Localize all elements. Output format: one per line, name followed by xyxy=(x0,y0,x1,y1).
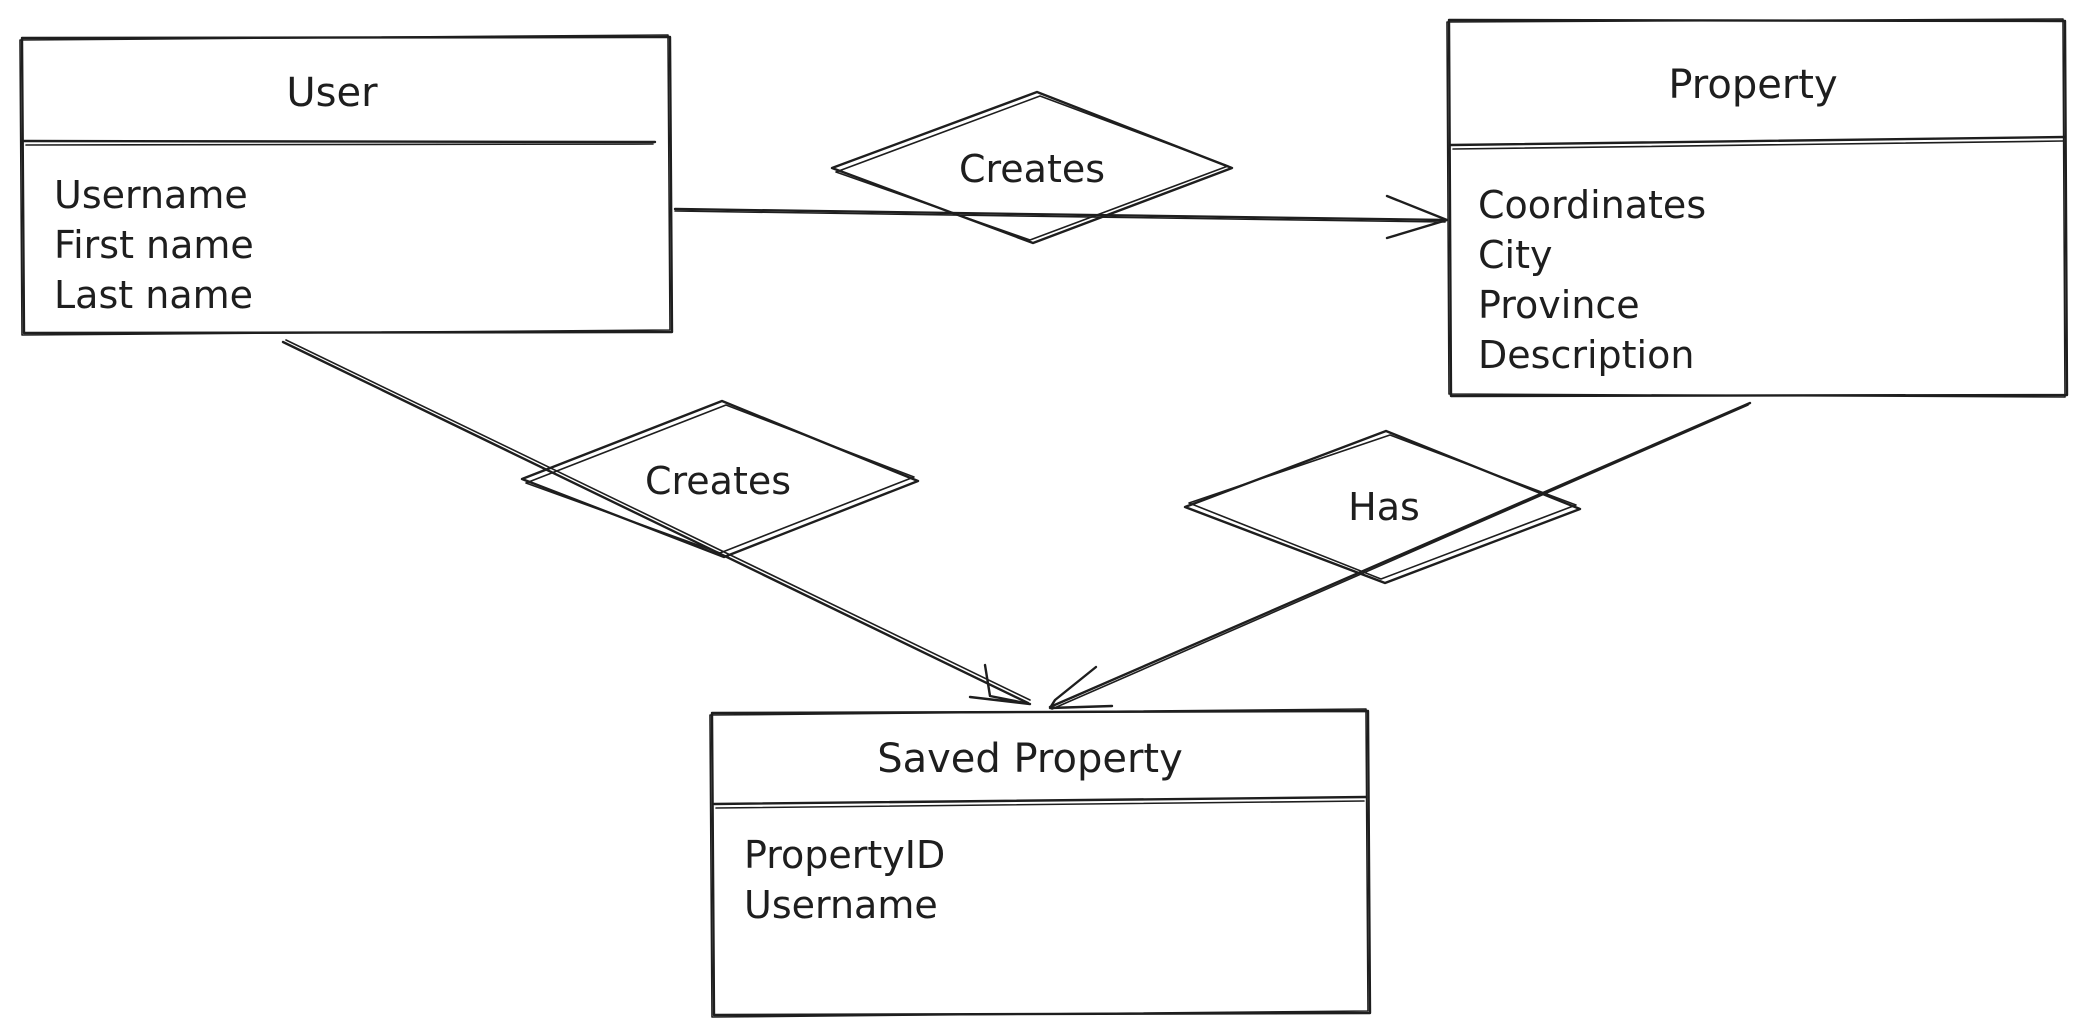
relationship-diamond-user-property[interactable]: Creates xyxy=(830,90,1234,245)
relationship-label-creates-property: Creates xyxy=(959,147,1105,191)
entity-user[interactable]: User Username First name Last name xyxy=(19,34,674,336)
entity-saved-property-attr: Username xyxy=(744,883,938,927)
entity-saved-property-attr: PropertyID xyxy=(744,833,945,877)
entity-property[interactable]: Property Coordinates City Province Descr… xyxy=(1446,18,2069,398)
relationship-label-creates-saved: Creates xyxy=(645,459,791,503)
entity-property-attr: Coordinates xyxy=(1478,183,1706,227)
relationship-diamond-property-saved[interactable]: Has xyxy=(1183,429,1582,585)
entity-user-title: User xyxy=(286,70,378,116)
entity-user-attr: Username xyxy=(54,173,248,217)
relationship-label-has: Has xyxy=(1348,485,1420,529)
entity-property-divider xyxy=(1449,135,2067,147)
connector-user-saved xyxy=(281,339,1032,706)
entity-property-title: Property xyxy=(1668,62,1837,108)
entity-saved-property[interactable]: Saved Property PropertyID Username xyxy=(709,708,1372,1018)
connector-user-property xyxy=(673,194,1449,240)
relationship-diamond-user-saved[interactable]: Creates xyxy=(520,399,920,559)
connector-property-saved xyxy=(1048,401,1752,710)
entity-user-divider xyxy=(22,139,657,144)
entity-saved-property-divider xyxy=(712,795,1368,806)
entity-saved-property-title: Saved Property xyxy=(877,736,1183,782)
entity-property-attr: City xyxy=(1478,233,1552,277)
entity-property-attr: Description xyxy=(1478,333,1694,377)
entity-user-attr: First name xyxy=(54,223,254,267)
entity-property-attr: Province xyxy=(1478,283,1640,327)
entity-user-attr: Last name xyxy=(54,273,253,317)
